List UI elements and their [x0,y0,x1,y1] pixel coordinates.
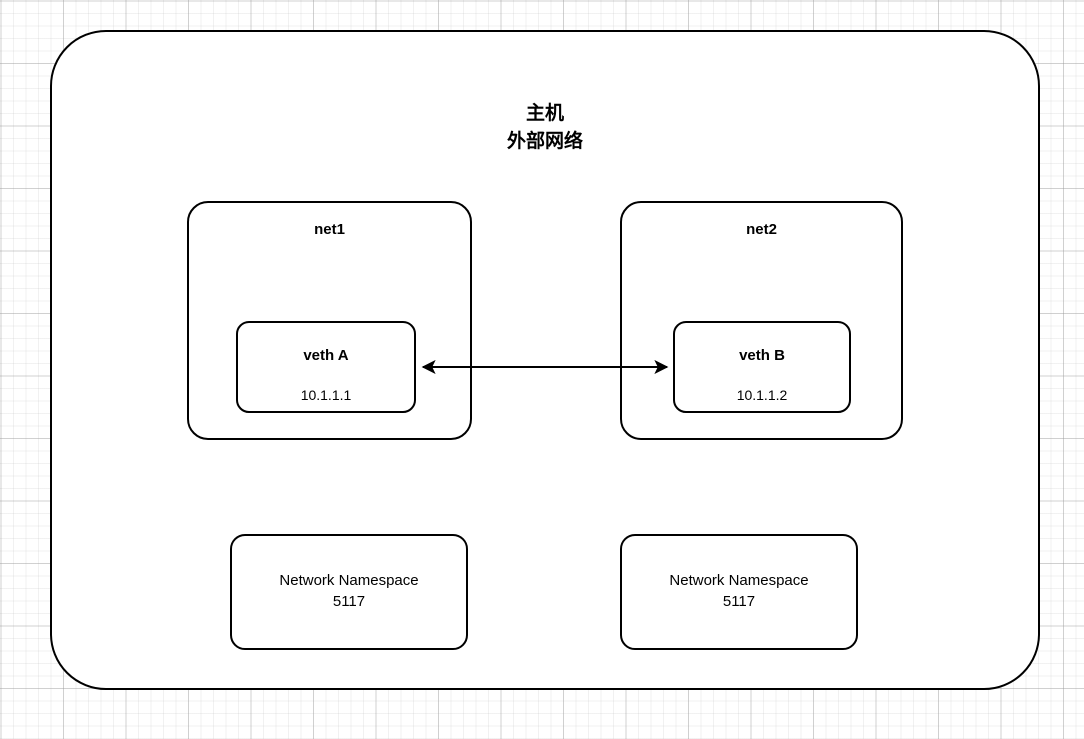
network-namespace-box-left [230,534,468,650]
network-namespace-box-right [620,534,858,650]
veth-b-box [673,321,851,413]
veth-a-box [236,321,416,413]
